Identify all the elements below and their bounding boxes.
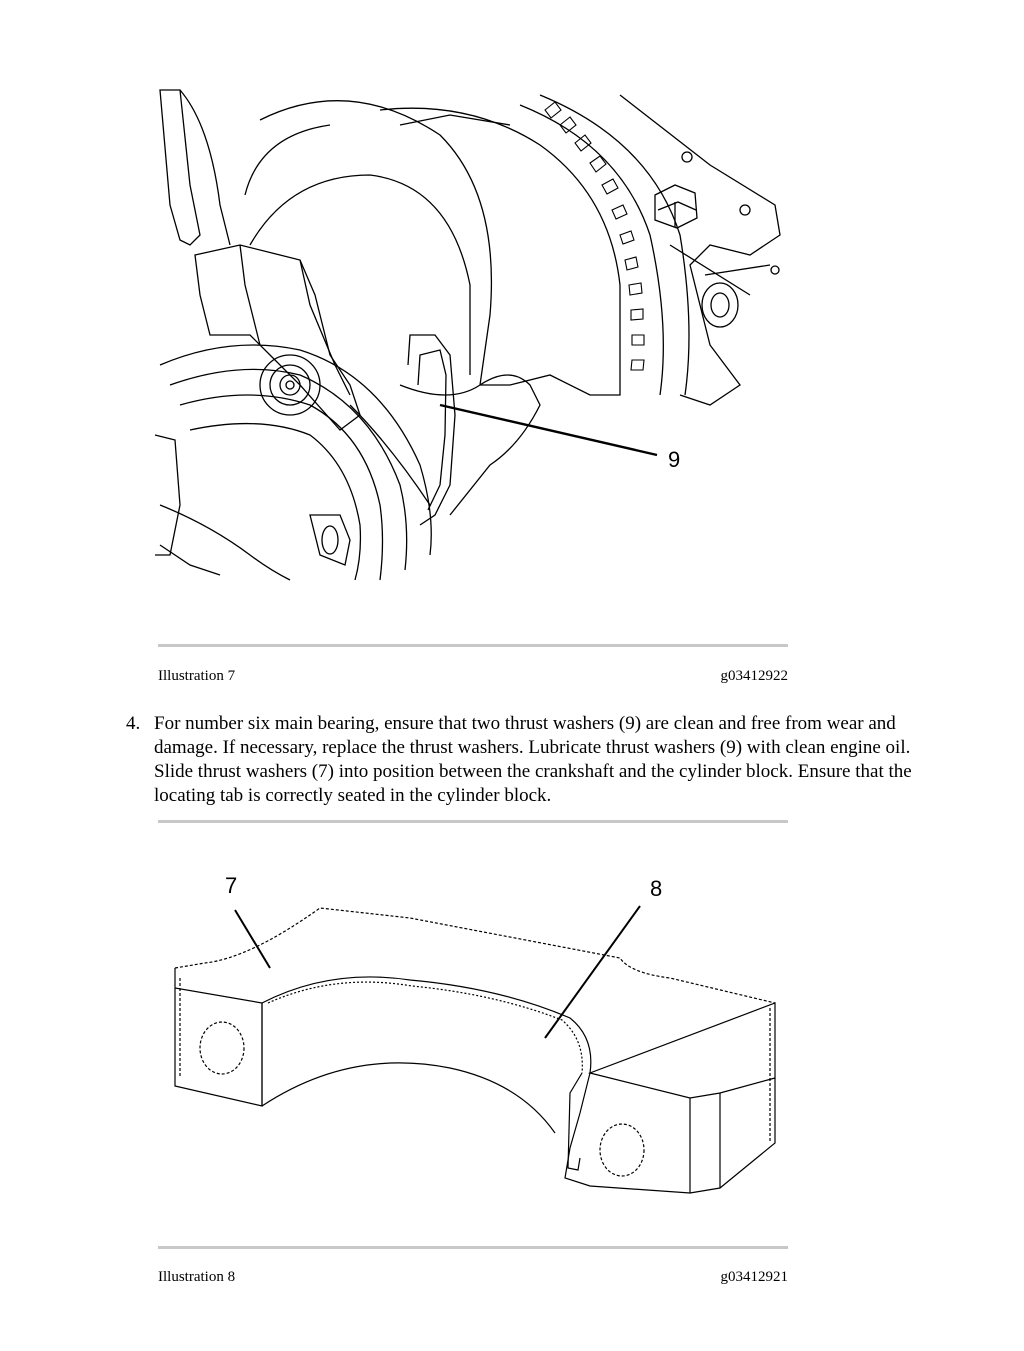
divider [158, 1246, 788, 1249]
divider [158, 820, 788, 823]
illustration-8-drawing: 7 8 [174, 873, 776, 1194]
illustration-7-label: Illustration 7 [158, 668, 236, 684]
illustration-7-drawing: 9 [154, 89, 781, 581]
divider [158, 644, 788, 647]
illustration-7-caption: Illustration 7 g03412922 [158, 668, 788, 685]
step-text: For number six main bearing, ensure that… [154, 713, 912, 806]
step-4: 4. For number six main bearing, ensure t… [126, 712, 926, 808]
callout-8: 8 [650, 876, 662, 901]
illustration-7-code: g03412922 [720, 668, 789, 684]
illustration-8-caption: Illustration 8 g03412921 [158, 1269, 788, 1286]
illustration-8-label: Illustration 8 [158, 1269, 236, 1285]
illustration-8-code: g03412921 [720, 1269, 789, 1285]
callout-7: 7 [225, 873, 237, 898]
callout-9: 9 [668, 447, 680, 472]
step-number: 4. [126, 713, 141, 734]
